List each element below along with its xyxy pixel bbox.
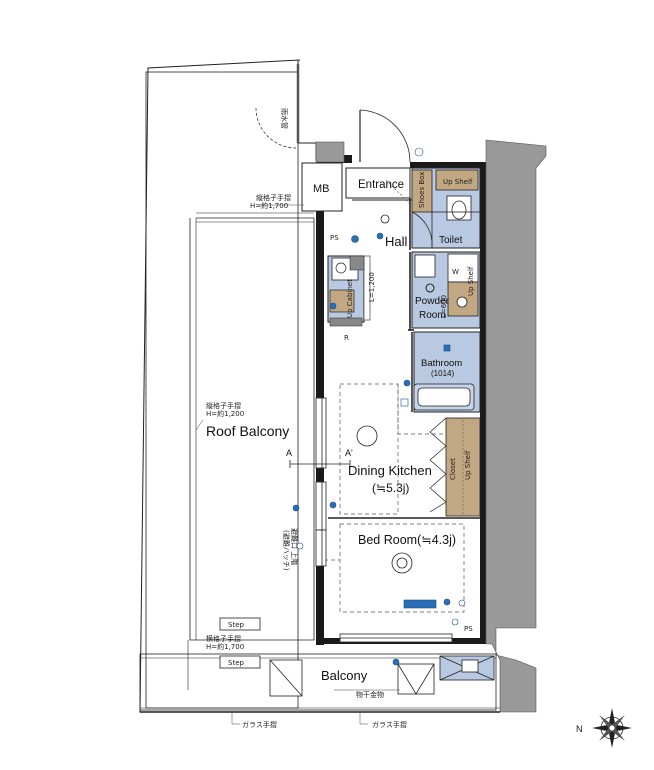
annotation-labels: 縦格子手摺 H=約1,700 縦格子手摺 H=約1,200 横格子手摺 H=約1… <box>206 108 407 729</box>
yokogoshi-label: 横格子手摺 <box>206 634 241 643</box>
partitions <box>328 198 482 519</box>
monohoshi-label: 物干金物 <box>356 690 384 699</box>
tategoshi-1200-label: 縦格子手摺 <box>206 401 241 410</box>
ceiling-lines <box>324 179 465 613</box>
step-top-label: Step <box>228 621 244 629</box>
shoes-box-label: Shoes Box <box>418 172 426 208</box>
tategoshi-top-label: 縦格子手摺 <box>256 193 291 202</box>
step-bottom-label: Step <box>228 659 244 667</box>
balcony-label: Balcony <box>321 668 368 683</box>
closet-label: Closet <box>449 458 457 480</box>
room-labels: Roof Balcony Entrance MB Hall Toilet Pow… <box>206 179 463 683</box>
ps-bottom-label: PS <box>464 625 473 633</box>
section-line <box>289 460 351 468</box>
l-600-label: L=600 <box>440 295 448 318</box>
compass-north-label: N <box>576 724 583 734</box>
entrance-label: Entrance <box>358 179 404 191</box>
closet <box>429 417 481 517</box>
bathroom-size-label: (1014) <box>431 369 454 378</box>
w-label: W <box>452 268 459 276</box>
structure <box>315 139 547 713</box>
entrance-block <box>255 107 412 212</box>
a-mark: A <box>286 448 292 458</box>
powder-room-area <box>411 251 481 329</box>
hall-label: Hall <box>385 234 408 249</box>
ps-top-label: PS <box>330 234 339 242</box>
closet-shelf-label: Up Shelf <box>464 450 472 480</box>
toilet-area <box>411 167 481 249</box>
glass-right-label: ガラス手摺 <box>372 720 407 729</box>
kitchen-counter <box>327 255 371 327</box>
compass-rose: N <box>576 708 632 748</box>
fixture-labels: Shoes Box Up Shelf Up Shelf Up Cabinet C… <box>228 172 475 667</box>
cabinet-label: Up Cabinet <box>346 279 354 318</box>
bathroom-label: Bathroom <box>421 358 462 369</box>
kanrikan-label: 雨水管 <box>280 108 289 129</box>
toilet-label: Toilet <box>439 235 463 246</box>
windows-west <box>315 397 327 567</box>
tategoshi-1200-h-label: H=約1,200 <box>206 409 244 418</box>
bed-room-label: Bed Room(≒4.3j) <box>358 533 456 547</box>
powder-room-label-1: Powder <box>415 296 450 307</box>
tategoshi-top-h-label: H=約1,700 <box>250 201 288 210</box>
up-shelf-entrance-label: Up Shelf <box>443 178 473 186</box>
hatch-label: (避難ハッチ) <box>282 530 291 571</box>
roof-balcony-label: Roof Balcony <box>206 423 289 439</box>
balcony-area <box>139 617 500 713</box>
mb-label: MB <box>313 183 330 195</box>
powder-room-label-2: Room <box>419 310 446 321</box>
hatch-label-2: 避難口 上階 <box>290 528 299 565</box>
r-mark: R <box>344 334 349 342</box>
leaders <box>195 204 400 725</box>
electrical-symbols <box>292 147 466 666</box>
dining-kitchen-size-label: (≒5.3j) <box>372 481 409 495</box>
a-prime-mark: A' <box>345 448 353 458</box>
up-shelf-powder-label: Up Shelf <box>467 266 475 296</box>
ceiling-lights <box>356 214 435 574</box>
yokogoshi-h-label: H=約1,700 <box>206 642 244 651</box>
dining-kitchen-label: Dining Kitchen <box>348 463 432 478</box>
balcony-window <box>339 633 453 643</box>
glass-left-label: ガラス手摺 <box>242 720 277 729</box>
l-1200-label: L=1,200 <box>368 272 376 302</box>
